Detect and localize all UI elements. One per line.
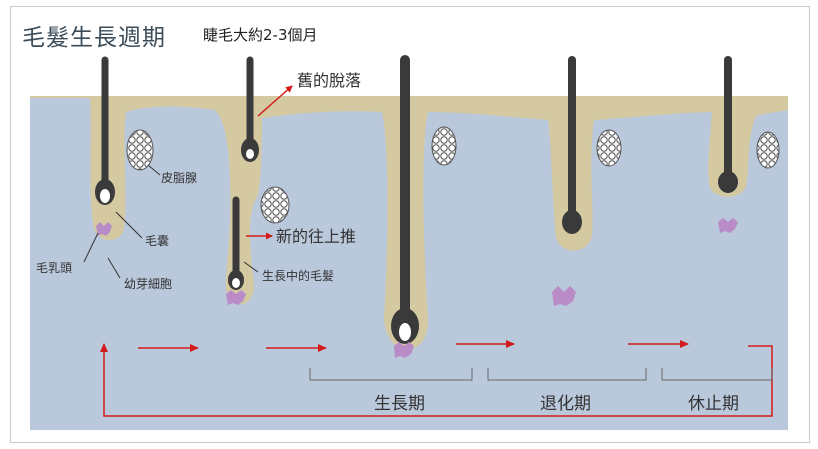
sebaceous-gland-3 [431,126,457,166]
label-dermal-papilla: 毛乳頭 [36,261,72,275]
germ-cells-4 [552,286,576,306]
label-hair-follicle: 毛囊 [145,233,169,248]
label-growing-hair: 生長中的毛髮 [262,268,334,283]
page-subtitle: 睫毛大約2-3個月 [203,26,318,44]
hair-bulb-4 [562,210,582,234]
label-old-shedding: 舊的脫落 [297,71,361,90]
leader-papilla [83,232,99,263]
cycle-return-loop [100,343,773,417]
leader-follicle [115,211,143,239]
phase-telogen: 休止期 [688,394,739,414]
sebaceous-gland-2 [260,186,290,224]
germ-cells-1 [96,222,112,236]
papilla-3 [399,323,411,341]
label-new-pushing: 新的往上推 [276,227,356,246]
germ-cells-2 [226,290,246,305]
germ-cells-3 [394,342,414,358]
sebaceous-gland-1 [126,129,154,171]
sebaceous-gland-4 [596,129,622,167]
arrow-old-shedding [257,85,293,117]
hair-bulb-5 [718,171,738,193]
hair-bulb-2-old-inner [246,149,254,159]
bracket-telogen [661,368,773,381]
germ-cells-5 [718,218,738,233]
leader-sebaceous [147,164,161,176]
bracket-anagen [309,368,473,381]
phase-catagen: 退化期 [540,394,591,414]
label-germ-cells: 幼芽細胞 [124,277,172,291]
phase-anagen: 生長期 [374,394,425,414]
bracket-catagen [487,368,647,381]
label-sebaceous-gland: 皮脂腺 [161,170,197,185]
papilla-1 [100,189,110,203]
papilla-2 [232,278,240,288]
leader-growing [243,261,259,273]
page-title: 毛髮生長週期 [22,25,166,51]
leader-germ [107,257,121,279]
sebaceous-gland-5 [756,131,780,169]
